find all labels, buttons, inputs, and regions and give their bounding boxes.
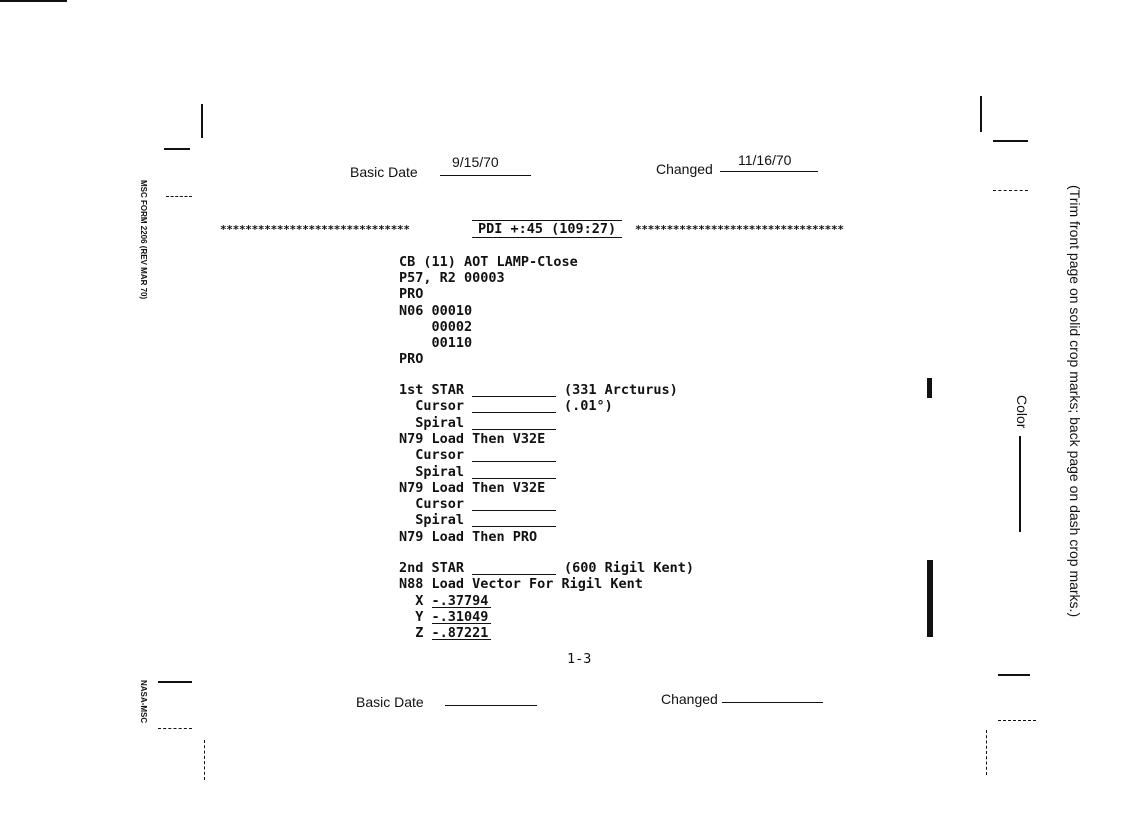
asterisk-rule-right: ********************************* <box>635 223 844 236</box>
reference-note: (600 Rigil Kent) <box>564 560 695 576</box>
fill-in-blank[interactable] <box>472 396 556 397</box>
procedure-line: PRO <box>399 351 424 368</box>
margin-bar <box>927 560 933 637</box>
changed-value: 11/16/70 <box>738 152 792 168</box>
form-id: MSC FORM 2206 (REV MAR 70) <box>139 180 148 300</box>
procedure-line: 2nd STAR <box>399 560 465 576</box>
crop-mark <box>201 104 203 138</box>
crop-mark-dashed <box>986 730 989 775</box>
scan-edge-line <box>0 0 67 2</box>
footer-changed-label: Changed <box>661 691 718 707</box>
asterisk-rule-left: ****************************** <box>220 223 410 236</box>
procedure-line: Z -.87221 <box>399 625 489 642</box>
crop-mark <box>158 681 192 683</box>
changed-line <box>720 171 818 172</box>
procedure-line: PRO <box>399 286 424 303</box>
footer-basic-date-label: Basic Date <box>356 694 424 710</box>
procedure-line: Spiral <box>399 512 465 529</box>
crop-mark-dashed <box>993 190 1028 193</box>
procedure-line: Cursor <box>399 398 465 415</box>
color-line <box>1019 436 1021 532</box>
crop-mark-dashed <box>204 740 207 780</box>
crop-mark <box>164 148 190 150</box>
procedure-line: 1st STAR <box>399 382 465 398</box>
color-label: Color <box>1014 395 1030 429</box>
fill-in-blank[interactable] <box>472 412 556 414</box>
basic-date-value: 9/15/70 <box>452 154 499 170</box>
procedure-line: Spiral <box>399 463 465 480</box>
fill-in-blank[interactable] <box>432 606 491 608</box>
fill-in-blank[interactable] <box>472 461 556 463</box>
fill-in-blank[interactable] <box>472 477 556 479</box>
fill-in-blank[interactable] <box>432 639 491 641</box>
basic-date-label: Basic Date <box>350 164 418 180</box>
page-number: 1-3 <box>567 651 592 667</box>
footer-basic-date-line <box>445 705 537 706</box>
procedure-line: P57, R2 00003 <box>399 270 505 287</box>
fill-in-blank[interactable] <box>472 526 556 528</box>
procedure-line: Cursor <box>399 447 465 464</box>
procedure-line: N79 Load Then V32E <box>399 430 546 447</box>
crop-mark-dashed <box>158 728 192 731</box>
crop-mark-dashed <box>998 720 1036 723</box>
procedure-line: N06 00010 <box>399 302 473 319</box>
footer-changed-line <box>722 702 823 703</box>
procedure-line: CB (11) AOT LAMP-Close <box>399 254 578 270</box>
reference-note: (331 Arcturus) <box>564 382 678 398</box>
trim-note: (Trim front page on solid crop marks; ba… <box>1067 185 1083 618</box>
procedure-line: N88 Load Vector For Rigil Kent <box>399 576 643 593</box>
crop-mark <box>980 96 982 132</box>
crop-mark <box>993 140 1028 142</box>
procedure-line: Y -.31049 <box>399 608 489 625</box>
crop-mark-dashed <box>166 196 192 199</box>
crop-mark <box>998 674 1030 676</box>
reference-note: (.01°) <box>564 398 613 415</box>
procedure-line: 00002 <box>399 318 473 335</box>
org-label: NASA-MSC <box>139 680 148 724</box>
fill-in-blank[interactable] <box>432 622 491 624</box>
procedure-line: N79 Load Then V32E <box>399 479 546 496</box>
procedure-line: X -.37794 <box>399 592 489 609</box>
fill-in-blank[interactable] <box>472 574 556 575</box>
procedure-line: 00110 <box>399 335 473 351</box>
fill-in-blank[interactable] <box>472 510 556 512</box>
basic-date-line <box>440 175 531 176</box>
procedure-line: Spiral <box>399 414 465 431</box>
margin-bar <box>927 378 932 398</box>
fill-in-blank[interactable] <box>472 428 556 430</box>
procedure-line: N79 Load Then PRO <box>399 528 538 545</box>
procedure-line: Cursor <box>399 496 465 513</box>
section-title: PDI +:45 (109:27) <box>472 220 623 238</box>
changed-label: Changed <box>656 161 713 177</box>
